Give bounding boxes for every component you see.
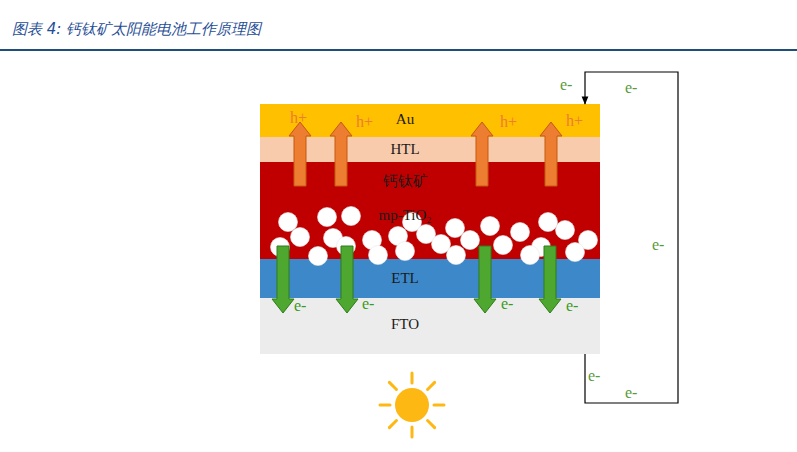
- hole-label: h+: [290, 110, 307, 126]
- electron-label: e-: [294, 298, 306, 314]
- sun-ray: [411, 427, 414, 437]
- tio2-particle: [511, 223, 530, 242]
- title-rule: [0, 49, 797, 51]
- tio2-particle: [337, 237, 356, 256]
- sun-ray: [428, 421, 435, 428]
- electron-label: e-: [652, 237, 664, 253]
- hole-flow-arrow: [471, 122, 493, 186]
- tio2-particle: [432, 235, 451, 254]
- hole-flow-arrow: [289, 122, 311, 186]
- hole-transport-layer: HTL: [260, 137, 600, 162]
- electron-flow-arrow: [272, 246, 294, 313]
- electron-label: e-: [625, 80, 637, 96]
- electron-label: e-: [566, 298, 578, 314]
- sun-ray: [428, 382, 435, 389]
- layer-name: HTL: [390, 142, 419, 157]
- tio2-particle: [396, 242, 415, 261]
- sun-ray: [389, 421, 396, 428]
- tio2-particle: [446, 219, 465, 238]
- perovskite-layer: 钙钛矿 mp-TiO₂: [260, 162, 600, 259]
- tio2-particle: [369, 246, 388, 265]
- tio2-particle: [521, 246, 540, 265]
- hole-label: h+: [356, 114, 373, 130]
- tio2-particle: [363, 231, 382, 250]
- layer-name: FTO: [391, 317, 419, 332]
- electron-label: e-: [362, 296, 374, 312]
- tio2-particle: [494, 236, 513, 255]
- electron-flow-arrow: [539, 246, 561, 313]
- gold-electrode-layer: Au: [260, 104, 600, 137]
- tio2-particle: [481, 217, 500, 236]
- tio2-particle: [579, 231, 598, 250]
- electron-label: e-: [625, 385, 637, 401]
- tio2-particle: [342, 207, 361, 226]
- electron-label: e-: [588, 368, 600, 384]
- tio2-particle: [271, 238, 290, 257]
- tio2-particle: [324, 229, 343, 248]
- sun-icon: [380, 373, 444, 437]
- hole-flow-arrow: [540, 122, 562, 186]
- external-circuit-wire: [585, 72, 678, 403]
- fto-glass-layer: FTO: [260, 298, 600, 354]
- electron-flow-arrow: [336, 246, 358, 313]
- sun-ray: [389, 382, 396, 389]
- figure-title: 图表 4: 钙钛矿太阳能电池工作原理图: [12, 21, 261, 38]
- layer-name: 钙钛矿: [383, 174, 428, 189]
- tio2-particle: [309, 247, 328, 266]
- tio2-particle: [417, 225, 436, 244]
- tio2-particle: [291, 228, 310, 247]
- tio2-particle: [279, 213, 298, 232]
- layer-name: ETL: [391, 271, 419, 286]
- tio2-particle: [566, 243, 585, 262]
- sun-ray: [380, 404, 390, 407]
- tio2-particle: [389, 227, 408, 246]
- electron-label: e-: [501, 296, 513, 312]
- sun-ray: [434, 404, 444, 407]
- hole-label: h+: [566, 113, 583, 129]
- tio2-particle: [461, 231, 480, 250]
- mesoporous-tio2-layer: mp-TiO₂: [260, 205, 600, 259]
- electron-label: e-: [560, 77, 572, 93]
- layer-name: Au: [396, 112, 414, 127]
- tio2-particle: [447, 246, 466, 265]
- electron-flow-arrow: [474, 246, 496, 313]
- electron-transport-layer: ETL: [260, 259, 600, 298]
- sun-disc: [395, 388, 429, 422]
- hole-flow-arrow: [330, 122, 352, 186]
- tio2-particle: [403, 213, 422, 232]
- layer-name: mp-TiO₂: [378, 208, 431, 223]
- tio2-particle: [318, 208, 337, 227]
- sun-ray: [411, 373, 414, 383]
- tio2-particle: [556, 221, 575, 240]
- hole-label: h+: [500, 114, 517, 130]
- tio2-particle: [532, 238, 551, 257]
- tio2-particle: [539, 213, 558, 232]
